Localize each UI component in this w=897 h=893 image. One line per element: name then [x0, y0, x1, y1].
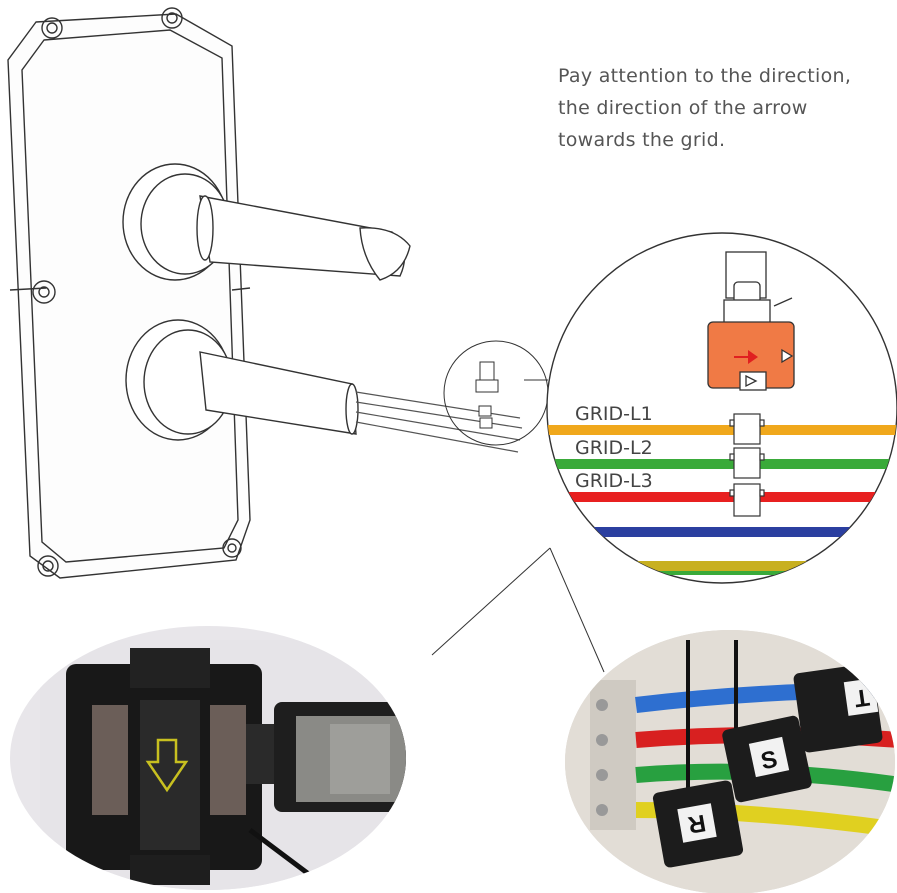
grid-wire-1	[547, 425, 897, 435]
instruction-line-2: the direction of the arrow	[558, 97, 808, 119]
extra-wire-stripe	[547, 571, 897, 575]
installation-photo: S R T	[565, 630, 895, 893]
extra-wire-2	[547, 561, 897, 571]
lower-cable-gland	[125, 319, 359, 441]
instruction-line-1: Pay attention to the direction,	[558, 65, 852, 87]
grid-wire-2	[547, 459, 897, 469]
upper-cable-gland	[122, 163, 411, 281]
ct-sensor-detail	[707, 251, 795, 391]
loose-wires	[355, 391, 523, 453]
grid-label-2: GRID-L2	[575, 437, 653, 459]
label-r: R	[686, 809, 708, 839]
wire-clips	[729, 413, 765, 517]
ct-photo	[10, 626, 406, 890]
instruction-note: Pay attention to the direction, the dire…	[558, 60, 888, 156]
instruction-line-3: towards the grid.	[558, 129, 726, 151]
callout-lines	[431, 379, 605, 673]
grid-label-1: GRID-L1	[575, 403, 653, 425]
grid-label-3: GRID-L3	[575, 470, 653, 492]
extra-wire-1	[547, 527, 897, 537]
enclosure-box	[7, 7, 251, 579]
label-t: T	[852, 683, 871, 712]
label-s: S	[758, 746, 779, 776]
grid-wire-3	[547, 492, 897, 502]
small-ct-sensors	[475, 361, 499, 429]
